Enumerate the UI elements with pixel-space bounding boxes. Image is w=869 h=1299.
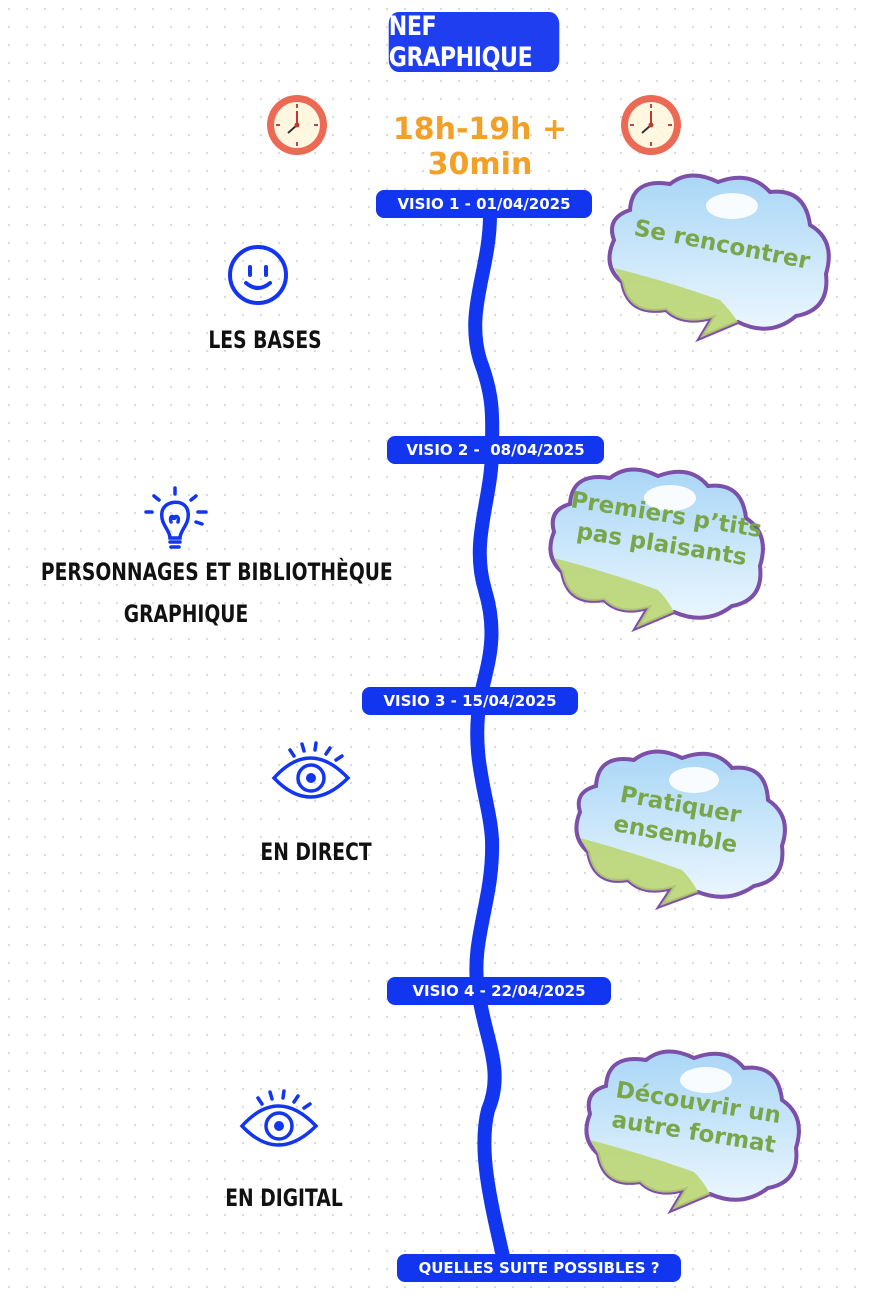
lightbulb-icon xyxy=(144,486,208,549)
eye-icon xyxy=(271,741,351,799)
label-les-bases: LES BASES xyxy=(208,326,322,354)
visio-2-pill: VISIO 2 - 08/04/2025 xyxy=(387,436,604,464)
cloud-bubble-2 xyxy=(548,467,765,633)
cloud-bubble-1 xyxy=(607,173,831,343)
label-en-direct: EN DIRECT xyxy=(260,838,372,866)
footer-question-pill: QUELLES SUITE POSSIBLES ? xyxy=(397,1254,681,1282)
label-personnages-line2: GRAPHIQUE xyxy=(123,600,249,628)
label-personnages-line1: PERSONNAGES ET BIBLIOTHÈQUE xyxy=(40,558,393,586)
eye-icon xyxy=(239,1089,319,1147)
smiley-icon xyxy=(228,245,288,305)
clock-icon-left xyxy=(267,95,327,155)
page-title: NEF GRAPHIQUE xyxy=(388,11,533,73)
clock-icon-right xyxy=(621,95,681,155)
visio-1-pill: VISIO 1 - 01/04/2025 xyxy=(376,190,592,218)
session-time: 18h-19h + 30min xyxy=(392,112,568,182)
label-en-digital: EN DIGITAL xyxy=(225,1184,343,1212)
cloud-bubble-4 xyxy=(584,1049,801,1215)
visio-4-pill: VISIO 4 - 22/04/2025 xyxy=(387,977,611,1005)
cloud-bubble-3 xyxy=(574,749,787,910)
title-pill: NEF GRAPHIQUE xyxy=(388,11,560,73)
visio-3-pill: VISIO 3 - 15/04/2025 xyxy=(362,687,578,715)
